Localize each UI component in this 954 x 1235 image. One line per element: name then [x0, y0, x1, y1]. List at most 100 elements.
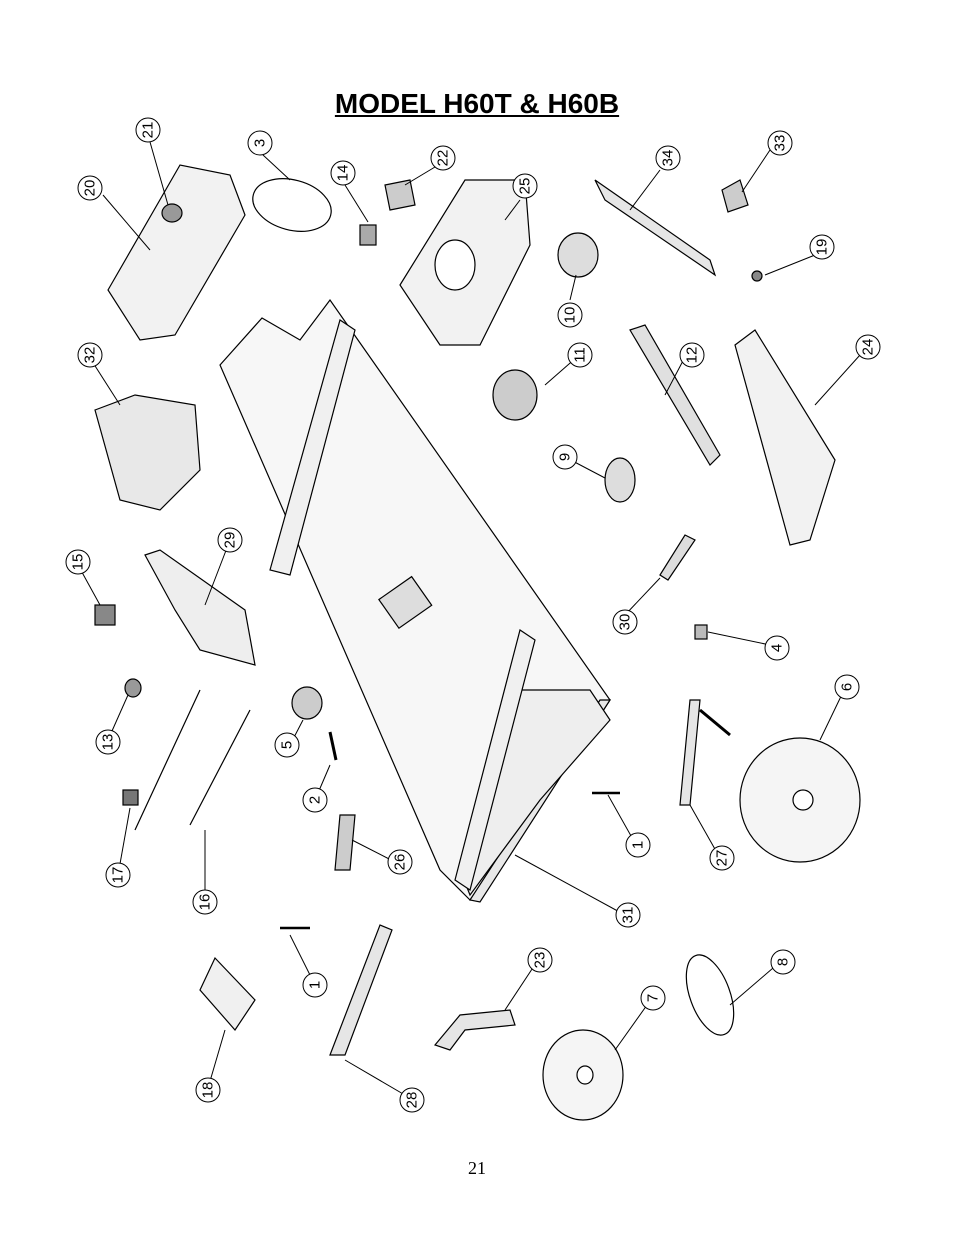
callout-3: 3: [247, 130, 273, 156]
idler-arm: [659, 534, 696, 581]
fuel-cap: [161, 203, 183, 223]
callout-number: 28: [404, 1092, 421, 1109]
throttle-lever: [122, 789, 139, 806]
callout-number: 32: [82, 347, 99, 364]
page-title: MODEL H60T & H60B: [334, 88, 620, 119]
callout-number: 15: [70, 554, 87, 571]
callout-30: 30: [612, 609, 638, 635]
callout-2: 2: [302, 787, 328, 813]
callout-33: 33: [767, 130, 793, 156]
callout-7: 7: [640, 985, 666, 1011]
deck-front-bracket: [454, 629, 536, 891]
callout-28: 28: [399, 1087, 425, 1113]
callout-21: 21: [135, 117, 161, 143]
front-arm: [329, 924, 393, 1056]
callout-number: 1: [307, 981, 324, 989]
callout-number: 12: [684, 347, 701, 364]
callout-24: 24: [855, 334, 881, 360]
axle-bracket: [679, 699, 701, 806]
axle: [699, 708, 731, 737]
page-number: 21: [468, 1158, 486, 1178]
callout-25: 25: [512, 173, 538, 199]
callout-5: 5: [274, 732, 300, 758]
callout-1: 1: [625, 832, 651, 858]
callout-number: 2: [307, 796, 324, 804]
drive-belt: [685, 954, 735, 1036]
callout-13: 13: [95, 729, 121, 755]
callout-number: 24: [860, 339, 877, 356]
callout-number: 21: [140, 122, 157, 139]
callout-29: 29: [217, 527, 243, 553]
bolt-2: [328, 731, 338, 761]
knob: [124, 678, 142, 698]
callout-number: 19: [814, 239, 831, 256]
switch: [359, 224, 377, 246]
clutch-pulley: [557, 232, 599, 278]
belt-shield: [734, 329, 836, 546]
callout-number: 26: [392, 854, 409, 871]
callout-18: 18: [195, 1077, 221, 1103]
small-bracket: [721, 179, 749, 213]
spacer: [291, 686, 323, 720]
callout-15: 15: [65, 549, 91, 575]
switch-bracket: [384, 179, 416, 211]
callout-number: 20: [82, 180, 99, 197]
callout-22: 22: [430, 145, 456, 171]
callout-23: 23: [527, 947, 553, 973]
callout-number: 23: [532, 952, 549, 969]
mount-plate: [144, 549, 256, 666]
callout-32: 32: [77, 342, 103, 368]
callout-6: 6: [834, 674, 860, 700]
engine-plate-hole: [434, 239, 476, 291]
callout-34: 34: [655, 145, 681, 171]
callout-number: 25: [517, 178, 534, 195]
callout-27: 27: [709, 845, 735, 871]
drive-pulley: [492, 369, 538, 421]
callout-number: 10: [562, 307, 579, 324]
callout-31: 31: [615, 902, 641, 928]
seat-switch: [94, 604, 116, 626]
idler-pulley: [604, 457, 636, 503]
callout-number: 30: [617, 614, 634, 631]
belt-ring: [252, 178, 332, 232]
callout-number: 7: [645, 994, 662, 1002]
callout-number: 34: [660, 150, 677, 167]
callout-number: 33: [772, 135, 789, 152]
blade-hanger: [594, 179, 717, 277]
callout-9: 9: [552, 444, 578, 470]
callout-number: 8: [775, 958, 792, 966]
callout-1: 1: [302, 972, 328, 998]
deck-rear-rail: [269, 319, 356, 576]
callout-8: 8: [770, 949, 796, 975]
callout-number: 5: [279, 741, 296, 749]
hex-nut: [751, 270, 763, 282]
deck-cutout: [378, 575, 433, 630]
callout-number: 27: [714, 850, 731, 867]
callout-number: 17: [110, 867, 127, 884]
front-wheel-hub: [576, 1065, 594, 1085]
decal: [199, 956, 256, 1031]
callout-number: 16: [197, 894, 214, 911]
callout-26: 26: [387, 849, 413, 875]
callout-16: 16: [192, 889, 218, 915]
callout-14: 14: [330, 160, 356, 186]
callout-number: 31: [620, 907, 637, 924]
rear-wheel-hub: [792, 789, 814, 811]
callout-number: 18: [200, 1082, 217, 1099]
front-axle: [433, 1009, 516, 1051]
callout-10: 10: [557, 302, 583, 328]
callout-12: 12: [679, 342, 705, 368]
mower-blade: [629, 324, 721, 466]
choke-rod: [189, 709, 251, 826]
callout-19: 19: [809, 234, 835, 260]
callout-number: 1: [630, 841, 647, 849]
callout-number: 29: [222, 532, 239, 549]
callout-number: 6: [839, 683, 856, 691]
fuel-tank: [107, 164, 246, 341]
callout-number: 3: [252, 139, 269, 147]
callout-11: 11: [567, 342, 593, 368]
callout-number: 22: [435, 150, 452, 167]
callout-17: 17: [105, 862, 131, 888]
